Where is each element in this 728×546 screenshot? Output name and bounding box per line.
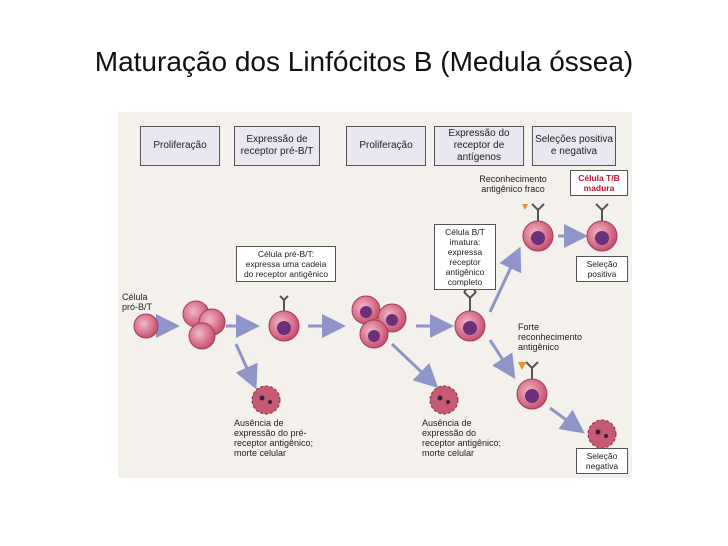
label-weak-recognition: Reconhecimento antigênico fraco [479,174,547,194]
label-strong-recognition: Forte reconhecimento antigênico [518,322,583,352]
proliferating-cells [182,300,226,350]
arrow-to-death-1 [234,343,258,390]
pre-cell [268,295,300,342]
maturation-diagram: Proliferação Expressão de receptor pré-B… [118,112,632,478]
box-immature-cell: Célula B/T imatura: expressa receptor an… [434,224,496,290]
label-death-receptor: Ausência de expressão do receptor antigê… [422,418,502,458]
stage-receptor-expression: Expressão do receptor de antígenos [434,126,524,166]
slide-title: Maturação dos Linfócitos B (Medula óssea… [94,46,634,77]
label-pro-cell: Célula pró-B/T [122,292,153,312]
immature-cell [454,289,486,342]
box-mature-cell: Célula T/B madura [570,170,628,196]
strong-recognition-cell [516,361,548,410]
mature-cell [586,203,618,252]
diagram-graphics [133,203,618,449]
label-death-pre: Ausência de expressão do pré-receptor an… [234,418,314,458]
apoptotic-cells [251,385,617,449]
stage-proliferation-1: Proliferação [140,126,220,166]
stage-proliferation-2: Proliferação [346,126,426,166]
box-positive-selection: Seleção positiva [576,256,628,282]
arrow-to-apoptosis [549,406,585,434]
pro-cell [133,313,159,339]
arrow-to-weak [488,246,522,313]
flow-arrows [156,224,588,434]
stage-pre-receptor-expression: Expressão de receptor pré-B/T [234,126,320,166]
box-pre-cell: Célula pré-B/T: expressa uma cadeia do r… [236,246,336,282]
weak-recognition-cell [522,203,554,252]
proliferating-receptor-cells [351,295,407,349]
arrow-to-strong [488,339,516,380]
arrow-to-death-2 [390,342,439,389]
stage-selections: Seleções positiva e negativa [532,126,616,166]
box-negative-selection: Seleção negativa [576,448,628,474]
